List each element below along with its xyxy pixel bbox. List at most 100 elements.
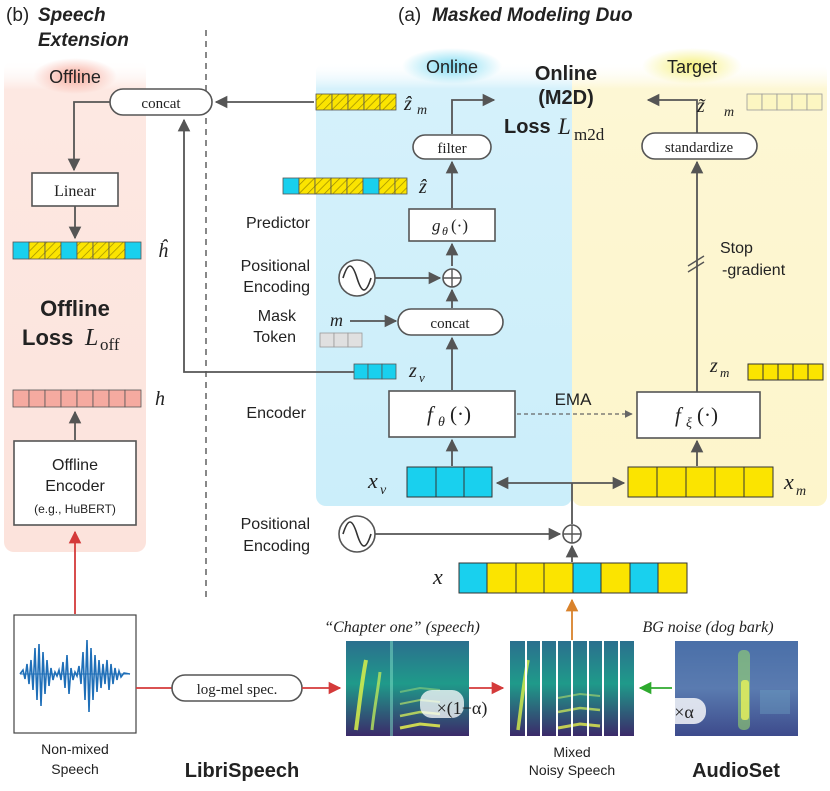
stop-gradient-label-2: -gradient (722, 262, 786, 279)
offline-loss-subscript: off (100, 335, 120, 354)
g-theta-argument: (·) (451, 216, 468, 235)
z-v-tokens (353, 363, 397, 380)
f-theta-symbol: f (427, 402, 436, 426)
x-v-subscript: v (380, 483, 387, 498)
x-v-tokens (406, 466, 493, 498)
z-hat-symbol: ẑ (418, 176, 427, 198)
online-glow (402, 48, 502, 84)
pos-enc-upper-label-2: Encoding (243, 279, 310, 296)
h-hat-symbol: ĥ (158, 238, 169, 262)
target-label: Target (667, 57, 717, 77)
offline-loss-symbol: L (84, 325, 98, 351)
section-a-label: (a) (398, 5, 421, 26)
z-v-symbol: z (408, 360, 417, 382)
online-loss-subscript: m2d (574, 125, 605, 144)
mixed-label-2: Noisy Speech (529, 762, 615, 778)
one-minus-alpha-label: ×(1−α) (437, 698, 488, 719)
chapter-one-label: “Chapter one” (speech) (324, 619, 480, 636)
offline-encoder-label-3: (e.g., HuBERT) (34, 502, 116, 516)
non-mixed-label-1: Non-mixed (41, 741, 109, 757)
h-hat-tokens (12, 241, 142, 260)
stop-gradient-mark-1 (687, 255, 705, 267)
noise-spectrogram (662, 641, 798, 736)
filter-up-line (451, 99, 472, 134)
predictor-label: Predictor (246, 215, 311, 232)
z-hat-tokens (282, 177, 408, 195)
online-loss-title-1: Online (535, 63, 597, 85)
bg-noise-label: BG noise (dog bark) (642, 619, 773, 636)
x-symbol: x (432, 564, 443, 589)
standardize-pill (641, 132, 758, 160)
audioset-label: AudioSet (692, 760, 780, 782)
concat-to-linear-arrow (67, 101, 110, 172)
alpha-label: ×α (674, 702, 694, 722)
target-glow (642, 48, 742, 84)
x-tokens (458, 562, 688, 594)
pos-enc-upper-label-1: Positional (241, 258, 310, 275)
offline-encoder-box (13, 440, 137, 526)
x-m-subscript: m (796, 484, 806, 499)
non-mixed-label-2: Speech (51, 761, 98, 777)
pos-enc-lower-label-2: Encoding (243, 538, 310, 555)
filter-label: filter (437, 141, 466, 157)
sine-wave-upper-path (342, 265, 372, 291)
z-tilde-m-tokens (746, 93, 823, 111)
f-xi-symbol: f (675, 403, 684, 427)
x-m-symbol: x (783, 469, 794, 494)
linear-label: Linear (54, 183, 96, 200)
waveform-path (19, 639, 131, 713)
online-loss-symbol: L (557, 114, 571, 139)
stop-gradient-mark-2 (687, 261, 705, 273)
section-a-title: Masked Modeling Duo (432, 5, 633, 26)
g-theta-subscript: θ (442, 224, 448, 238)
z-m-symbol: z (709, 355, 718, 377)
f-theta-subscript: θ (438, 415, 445, 430)
predictor-box (408, 208, 496, 242)
online-loss-title-2: (M2D) (538, 87, 594, 109)
standardize-label: standardize (665, 140, 734, 156)
x-m-tokens (627, 466, 774, 498)
z-hat-m-tokens (315, 93, 397, 111)
h-tokens (12, 389, 142, 408)
z-m-subscript: m (720, 365, 729, 380)
log-mel-label: log-mel spec. (197, 682, 278, 698)
f-xi-subscript: ξ (686, 416, 692, 431)
sine-wave-lower-path (342, 521, 372, 547)
mask-token-label-2: Token (253, 329, 296, 346)
z-tilde-m-symbol: z̃ (696, 95, 706, 117)
librispeech-label: LibriSpeech (185, 760, 299, 782)
section-b-title-2: Extension (38, 30, 129, 51)
z-m-tokens (747, 363, 824, 381)
target-region (572, 62, 827, 506)
concat-pill-online (397, 308, 504, 336)
online-loss-title-3: Loss (504, 116, 551, 138)
offline-label: Offline (49, 67, 101, 87)
z-v-subscript: v (419, 370, 425, 385)
concat-online-label: concat (430, 316, 470, 332)
section-b-label: (b) (6, 5, 29, 26)
zv-to-offline-concat-arrow (177, 118, 354, 373)
mixed-label-1: Mixed (553, 744, 590, 760)
speech-spectrogram (346, 641, 469, 736)
f-xi-argument: (·) (697, 403, 718, 427)
offline-encoder-label-1: Offline (52, 457, 98, 474)
stop-gradient-label-1: Stop (720, 240, 753, 257)
encoder-label: Encoder (246, 405, 306, 422)
section-b-title-1: Speech (38, 5, 106, 26)
mixed-spectrogram (510, 641, 634, 736)
offline-loss-title-2: Loss (22, 325, 73, 350)
mask-token-cells (319, 332, 363, 348)
ema-label: EMA (555, 390, 593, 409)
mask-token-label-1: Mask (258, 308, 297, 325)
z-tilde-m-subscript: m (724, 105, 734, 120)
filter-pill (412, 134, 492, 160)
z-hat-m-symbol: ẑ (403, 93, 412, 115)
target-encoder-box (636, 391, 761, 439)
g-theta-symbol: g (432, 216, 441, 235)
h-symbol: h (155, 388, 165, 410)
offline-glow (33, 58, 117, 94)
z-hat-m-subscript: m (417, 103, 427, 118)
x-v-symbol: x (367, 468, 378, 493)
online-label: Online (426, 57, 478, 77)
